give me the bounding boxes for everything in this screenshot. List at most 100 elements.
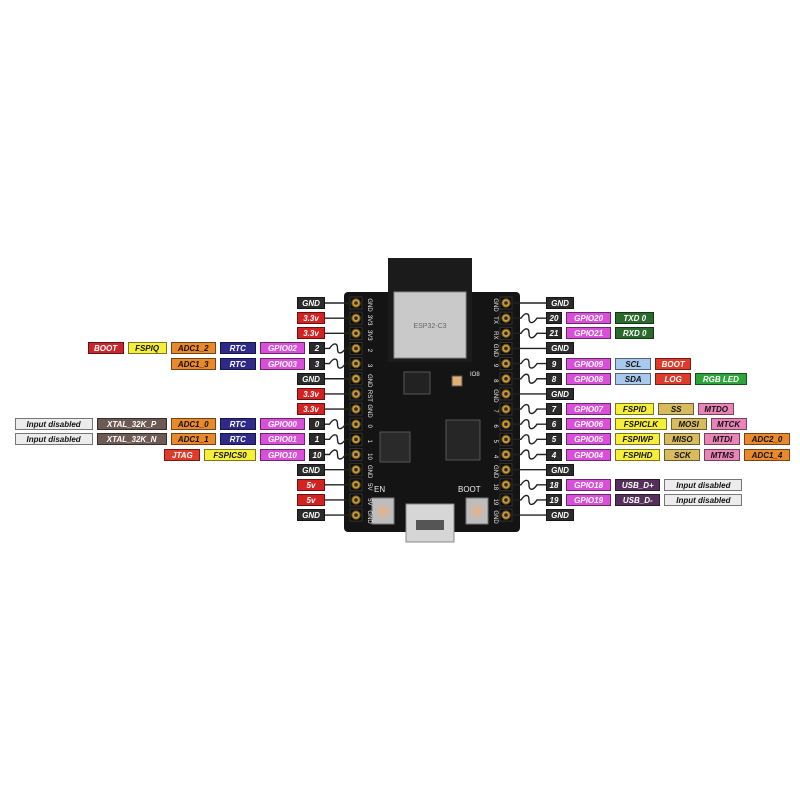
right-pin-hole-3 [504,346,508,351]
left-pin-hole-9 [354,437,358,442]
right-pin-hole-9 [504,437,508,442]
left-silk-label-5: GND [366,374,372,388]
right-silk-label-4: 9 [492,364,498,368]
right-pin-4-label-blue: SCL [615,357,652,370]
left-silk-label-8: 0 [366,425,372,429]
right-pin-hole-2 [504,331,508,336]
right-pin-7-label-num: 7 [546,403,562,416]
right-connector-line-9 [512,434,546,445]
right-pin-5-label-gpio: GPIO08 [566,372,612,385]
led-silk-label: IO8 [470,372,480,378]
left-pin-hole-0 [354,301,358,305]
right-silk-label-14: GND [492,510,498,524]
right-pin-9-label-adc: ADC2_0 [744,433,790,446]
left-pin-hole-12 [354,483,358,487]
right-pin-hole-6 [504,392,508,396]
right-silk-label-7: 7 [492,409,498,413]
rgb-led [451,375,463,387]
right-pin-10-label-yellow: FSPIHD [615,448,661,461]
en-button-cap [377,505,389,517]
right-pin-hole-7 [504,407,508,411]
right-pin-10-label-num: 4 [546,448,562,461]
right-pin-1-label-darkgreen: TXD 0 [615,312,655,325]
left-pin-9-label-num: 1 [309,433,325,446]
right-pin-8-label-gpio: GPIO06 [566,418,612,431]
left-pin-9-label-adc: ADC1_1 [170,433,216,446]
right-silk-label-6: GND [492,389,498,403]
right-pin-13-label-num: 19 [546,493,562,506]
right-pin-4-label-num: 9 [546,357,562,370]
left-pin-hole-4 [354,361,358,366]
right-pin-10-label-gpio: GPIO04 [566,448,612,461]
right-pin-2-label-gpio: GPIO21 [566,327,612,340]
right-pin-12-label-gray: Input disabled [664,478,743,491]
right-pin-5-label-blue: SDA [615,372,652,385]
regulator-chip [379,431,411,463]
right-silk-label-10: 4 [492,455,498,459]
left-pin-8-label-num: 0 [309,418,325,431]
right-pin-9-label-yellow: FSPIWP [615,433,661,446]
esp-module-shield [393,291,467,359]
right-pin-13-label-gray: Input disabled [664,493,743,506]
right-pin-7-label-pink: MTDO [698,403,735,416]
en-silk-label: EN [374,485,385,494]
left-silk-label-2: 3V3 [366,330,372,341]
left-pin-hole-7 [354,407,358,411]
left-pin-hole-1 [354,316,358,320]
right-connector-line-13 [512,494,546,506]
right-pin-hole-11 [504,467,508,472]
right-pin-9-label-gpio: GPIO05 [566,433,612,446]
right-pin-0-label-gnd: GND [546,297,574,309]
left-pin-13-label-power: 5v [297,493,325,506]
boot-silk-label: BOOT [458,485,481,494]
right-pin-9-label-tan: MISO [664,433,701,446]
right-pin-10-label-tan: SCK [664,448,701,461]
right-pin-8-label-num: 6 [546,418,562,431]
right-pin-hole-10 [504,452,508,457]
right-silk-label-11: GND [492,465,498,479]
right-pin-12-label-num: 18 [546,478,562,491]
right-silk-label-3: GND [492,344,498,358]
left-pin-2-label-power: 3.3v [297,327,325,340]
right-pin-2-label-darkgreen: RXD 0 [615,327,655,340]
left-silk-label-3: 2 [366,349,372,353]
right-pin-hole-8 [504,422,508,427]
left-pin-8-label-adc: ADC1_0 [170,418,216,431]
right-pin-hole-13 [504,498,508,502]
right-pin-7-label-tan: SS [658,403,695,416]
left-silk-label-9: 1 [366,440,372,444]
right-pin-8-label-pink: MTCK [710,418,747,431]
right-silk-label-12: 18 [492,483,498,490]
right-pin-hole-4 [504,361,508,366]
left-pin-4-label-adc: ADC1_3 [170,357,216,370]
right-silk-label-1: TX [492,316,498,324]
left-silk-label-4: 3 [366,364,372,368]
left-silk-label-6: RST [366,390,372,402]
right-pin-8-label-tan: MOSI [670,418,707,431]
left-pin-10-label-num: 10 [309,448,325,461]
left-pin-1-label-power: 3.3v [297,312,325,325]
left-pin-4-label-num: 3 [309,357,325,370]
left-pin-9-label-gpio: GPIO01 [259,433,305,446]
left-pin-8-label-rtc: RTC [219,418,256,431]
left-pin-10-label-yellow: FSPICS0 [204,448,256,461]
right-pin-10-label-pink: MTMS [704,448,741,461]
left-pin-0-label-gnd: GND [297,297,325,309]
esp-module-text: ESP32-C3 [413,323,446,330]
right-connector-line-5 [512,373,546,384]
right-pin-3-label-gnd: GND [546,342,574,355]
right-silk-label-13: 19 [492,499,498,506]
right-pin-13-label-usb: USB_D- [615,493,661,506]
right-pin-2-label-num: 21 [546,327,562,340]
right-connector-line-12 [512,479,546,490]
left-connector-line-3 [325,343,350,354]
right-connector-line-2 [512,328,546,339]
left-silk-label-11: GND [366,465,372,479]
usb-port [416,520,444,530]
left-pin-7-label-power: 3.3v [297,403,325,416]
right-connector-line-7 [512,403,546,415]
right-pin-7-label-gpio: GPIO07 [566,403,612,416]
right-pin-hole-1 [504,316,508,320]
left-connector-line-4 [325,358,350,369]
